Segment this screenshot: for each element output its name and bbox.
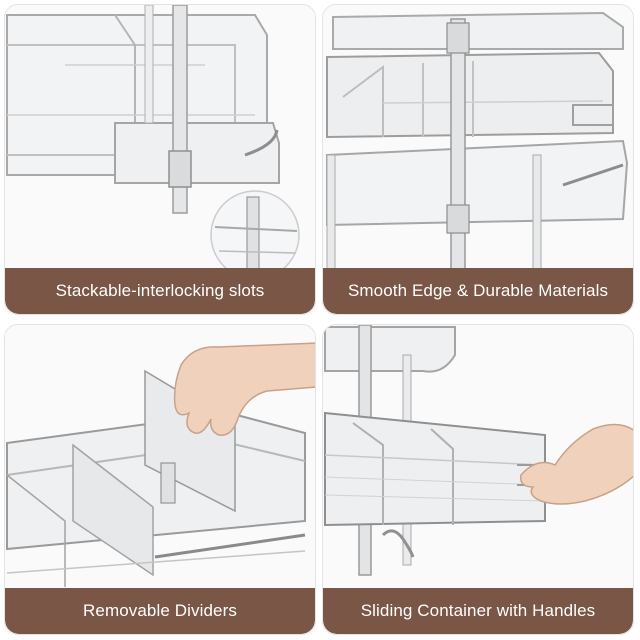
panel-smooth-edge: Smooth Edge & Durable Materials	[322, 4, 634, 315]
photo-sliding-container	[323, 325, 633, 591]
panel-removable-dividers: Removable Dividers	[4, 324, 316, 635]
caption-bar: Smooth Edge & Durable Materials	[323, 268, 633, 314]
caption-bar: Sliding Container with Handles	[323, 588, 633, 634]
panel-sliding-container: Sliding Container with Handles	[322, 324, 634, 635]
organizer-drawer-image	[323, 5, 633, 271]
caption-bar: Stackable-interlocking slots	[5, 268, 315, 314]
caption-bar: Removable Dividers	[5, 588, 315, 634]
caption-text: Removable Dividers	[83, 601, 237, 620]
photo-smooth-edge	[323, 5, 633, 271]
caption-text: Sliding Container with Handles	[360, 601, 596, 620]
caption-text: Stackable-interlocking slots	[55, 281, 265, 300]
panel-stackable-slots: Stackable-interlocking slots	[4, 4, 316, 315]
organizer-closeup-image	[5, 5, 315, 271]
photo-removable-dividers	[5, 325, 315, 591]
photo-stackable-slots	[5, 5, 315, 271]
sliding-drawer-hand-image	[323, 325, 633, 591]
caption-text: Smooth Edge & Durable Materials	[347, 281, 609, 300]
divider-hand-image	[5, 325, 315, 591]
